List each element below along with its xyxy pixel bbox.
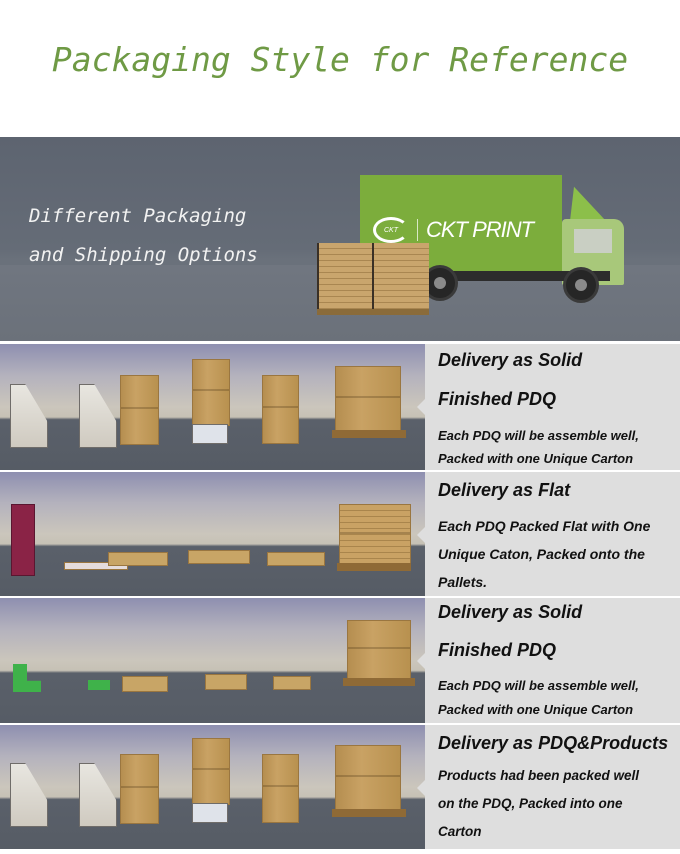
flat-carton-stack xyxy=(339,504,411,566)
green-pdq-flat xyxy=(88,680,110,690)
scene-image-3 xyxy=(0,598,425,723)
carton-box xyxy=(262,754,299,823)
pdq-display xyxy=(79,384,117,448)
flat-pdq-display xyxy=(11,504,35,576)
green-pdq-tray xyxy=(13,664,41,692)
section-flat: Delivery as Flat Each PDQ Packed Flat wi… xyxy=(0,472,680,596)
section-description: Each PDQ Packed Flat with One xyxy=(438,518,651,534)
flat-tray xyxy=(188,550,250,564)
truck-window xyxy=(574,229,612,253)
info-panel-1: Delivery as Solid Finished PDQ Each PDQ … xyxy=(417,344,680,470)
banner-line-1: Different Packaging xyxy=(29,205,247,227)
carton-box xyxy=(192,738,230,805)
panel-pointer xyxy=(417,653,425,669)
shipping-banner: Different Packaging and Shipping Options… xyxy=(0,137,680,341)
ckt-logo-icon: CKT xyxy=(373,217,409,243)
section-heading: Finished PDQ xyxy=(438,389,557,409)
section-heading: Delivery as Solid xyxy=(438,602,583,622)
logo-divider xyxy=(417,219,418,241)
truck-logo: CKT CKT PRINT xyxy=(373,217,534,243)
section-heading: Finished PDQ xyxy=(438,640,557,660)
pallet xyxy=(332,809,406,817)
panel-pointer xyxy=(417,779,425,796)
pallet xyxy=(337,563,411,571)
pdq-display-with-products xyxy=(79,763,117,827)
scene-image-2 xyxy=(0,472,425,596)
section-solid-pdq: Delivery as Solid Finished PDQ Each PDQ … xyxy=(0,344,680,470)
section-solid-pdq-2: Delivery as Solid Finished PDQ Each PDQ … xyxy=(0,598,680,723)
info-panel-3: Delivery as Solid Finished PDQ Each PDQ … xyxy=(417,598,680,723)
pallet xyxy=(343,678,415,686)
pdq-display xyxy=(10,384,48,448)
carton-box xyxy=(192,359,230,426)
page-title: Packaging Style for Reference xyxy=(51,40,629,79)
pallet-cartons xyxy=(335,366,401,432)
section-description: on the PDQ, Packed into one xyxy=(438,796,623,811)
flat-tray xyxy=(108,552,168,566)
scene-image-4 xyxy=(0,725,425,849)
carton-box xyxy=(120,375,159,445)
pallet-base-right xyxy=(372,309,429,315)
carton-box xyxy=(262,375,299,444)
info-panel-4: Delivery as PDQ&Products Products had be… xyxy=(417,725,680,849)
pdq-base xyxy=(192,424,228,444)
closed-carton xyxy=(273,676,311,690)
open-carton xyxy=(205,674,247,690)
pallet-stack-right xyxy=(372,243,429,309)
pdq-base xyxy=(192,803,228,823)
section-description: Pallets. xyxy=(438,574,488,590)
pdq-display-with-products xyxy=(10,763,48,827)
scene-image-1 xyxy=(0,344,425,470)
banner-line-2: and Shipping Options xyxy=(29,244,258,266)
pallet xyxy=(332,430,406,438)
section-pdq-products: Delivery as PDQ&Products Products had be… xyxy=(0,725,680,849)
pallet-cartons xyxy=(335,745,401,811)
truck-deflector xyxy=(570,186,606,221)
carton-stack xyxy=(347,620,411,680)
panel-pointer xyxy=(417,526,425,543)
pallet-stack-left xyxy=(317,243,374,309)
section-description: Packed with one Unique Carton xyxy=(438,451,634,466)
truck-front-wheel xyxy=(563,267,599,303)
section-description: Products had been packed well xyxy=(438,768,640,783)
section-description: Each PDQ will be assemble well, xyxy=(438,678,639,693)
section-description: Packed with one Unique Carton xyxy=(438,702,634,717)
flat-sheet xyxy=(64,562,128,570)
section-description: Carton xyxy=(438,824,482,839)
section-description: Unique Caton, Packed onto the xyxy=(438,546,645,562)
section-heading: Delivery as Solid xyxy=(438,350,583,370)
section-heading: Delivery as Flat xyxy=(438,480,571,500)
flat-carton xyxy=(267,552,325,566)
truck-chassis xyxy=(380,271,610,281)
pallet-base-left xyxy=(317,309,374,315)
panel-pointer xyxy=(417,399,425,416)
open-carton xyxy=(122,676,168,692)
section-description: Each PDQ will be assemble well, xyxy=(438,428,639,443)
section-heading: Delivery as PDQ&Products xyxy=(438,733,669,753)
info-panel-2: Delivery as Flat Each PDQ Packed Flat wi… xyxy=(417,472,680,596)
truck-brand-text: CKT PRINT xyxy=(426,217,534,242)
carton-box xyxy=(120,754,159,824)
